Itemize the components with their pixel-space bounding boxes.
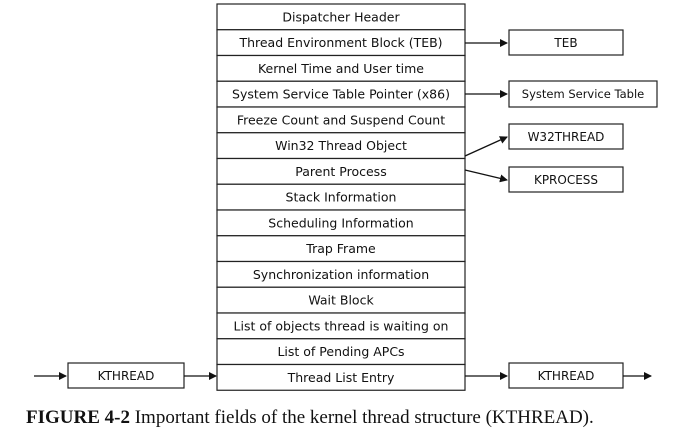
- field-label: Freeze Count and Suspend Count: [237, 112, 445, 127]
- field-label: List of Pending APCs: [277, 344, 404, 359]
- field-cell: [216, 132, 466, 160]
- field-row: Synchronization information: [216, 260, 466, 288]
- field-label: Win32 Thread Object: [275, 138, 407, 153]
- kprocess-box: KPROCESS: [508, 166, 624, 193]
- field-label: Dispatcher Header: [282, 9, 400, 24]
- field-cell: [216, 260, 466, 288]
- caption-text: Important fields of the kernel thread st…: [129, 407, 594, 428]
- teb-label: TEB: [553, 36, 577, 50]
- field-row: Dispatcher Header: [216, 3, 466, 31]
- arrow-kprocess: [464, 169, 508, 183]
- kthread-right-label: KTHREAD: [538, 369, 595, 383]
- kprocess-label: KPROCESS: [534, 173, 598, 187]
- teb-box: TEB: [508, 29, 624, 56]
- field-row: System Service Table Pointer (x86): [216, 80, 466, 108]
- field-cell: [216, 29, 466, 57]
- w32thread-label: W32THREAD: [528, 130, 605, 144]
- field-cell: [216, 286, 466, 314]
- field-label: Kernel Time and User time: [258, 61, 424, 76]
- figure-caption: FIGURE 4-2 Important fields of the kerne…: [26, 407, 666, 429]
- arrow-w32thread: [464, 136, 508, 157]
- field-row: Parent Process: [216, 157, 466, 185]
- figure-number: FIGURE 4-2: [26, 407, 130, 428]
- kthread-left-box: KTHREAD: [67, 362, 185, 389]
- field-cell: [216, 338, 466, 366]
- field-row: Scheduling Information: [216, 209, 466, 237]
- field-row: Freeze Count and Suspend Count: [216, 106, 466, 134]
- field-row: Thread List Entry: [216, 363, 466, 391]
- field-label: Thread List Entry: [287, 370, 395, 385]
- field-cell: [216, 183, 466, 211]
- field-label: System Service Table Pointer (x86): [232, 87, 450, 102]
- field-label: Wait Block: [308, 293, 374, 308]
- field-label: Parent Process: [295, 164, 386, 179]
- w32thread-box: W32THREAD: [508, 123, 624, 150]
- field-cell: [216, 235, 466, 263]
- service-table-box: System Service Table: [508, 80, 658, 108]
- kthread-right-box: KTHREAD: [508, 362, 624, 389]
- field-cell: [216, 363, 466, 391]
- field-label: Thread Environment Block (TEB): [238, 35, 442, 50]
- field-label: List of objects thread is waiting on: [234, 318, 449, 333]
- field-label: Synchronization information: [253, 267, 429, 282]
- field-row: Thread Environment Block (TEB): [216, 29, 466, 57]
- field-row: Trap Frame: [216, 235, 466, 263]
- field-label: Scheduling Information: [268, 215, 413, 230]
- field-label: Trap Frame: [305, 241, 376, 256]
- field-label: Stack Information: [286, 190, 397, 205]
- field-row: List of Pending APCs: [216, 338, 466, 366]
- field-row: Wait Block: [216, 286, 466, 314]
- field-cell: [216, 3, 466, 31]
- field-row: Kernel Time and User time: [216, 54, 466, 82]
- field-row: Stack Information: [216, 183, 466, 211]
- field-row: Win32 Thread Object: [216, 132, 466, 160]
- kthread-left-label: KTHREAD: [98, 369, 155, 383]
- field-row: List of objects thread is waiting on: [216, 312, 466, 340]
- service-table-label: System Service Table: [522, 87, 644, 101]
